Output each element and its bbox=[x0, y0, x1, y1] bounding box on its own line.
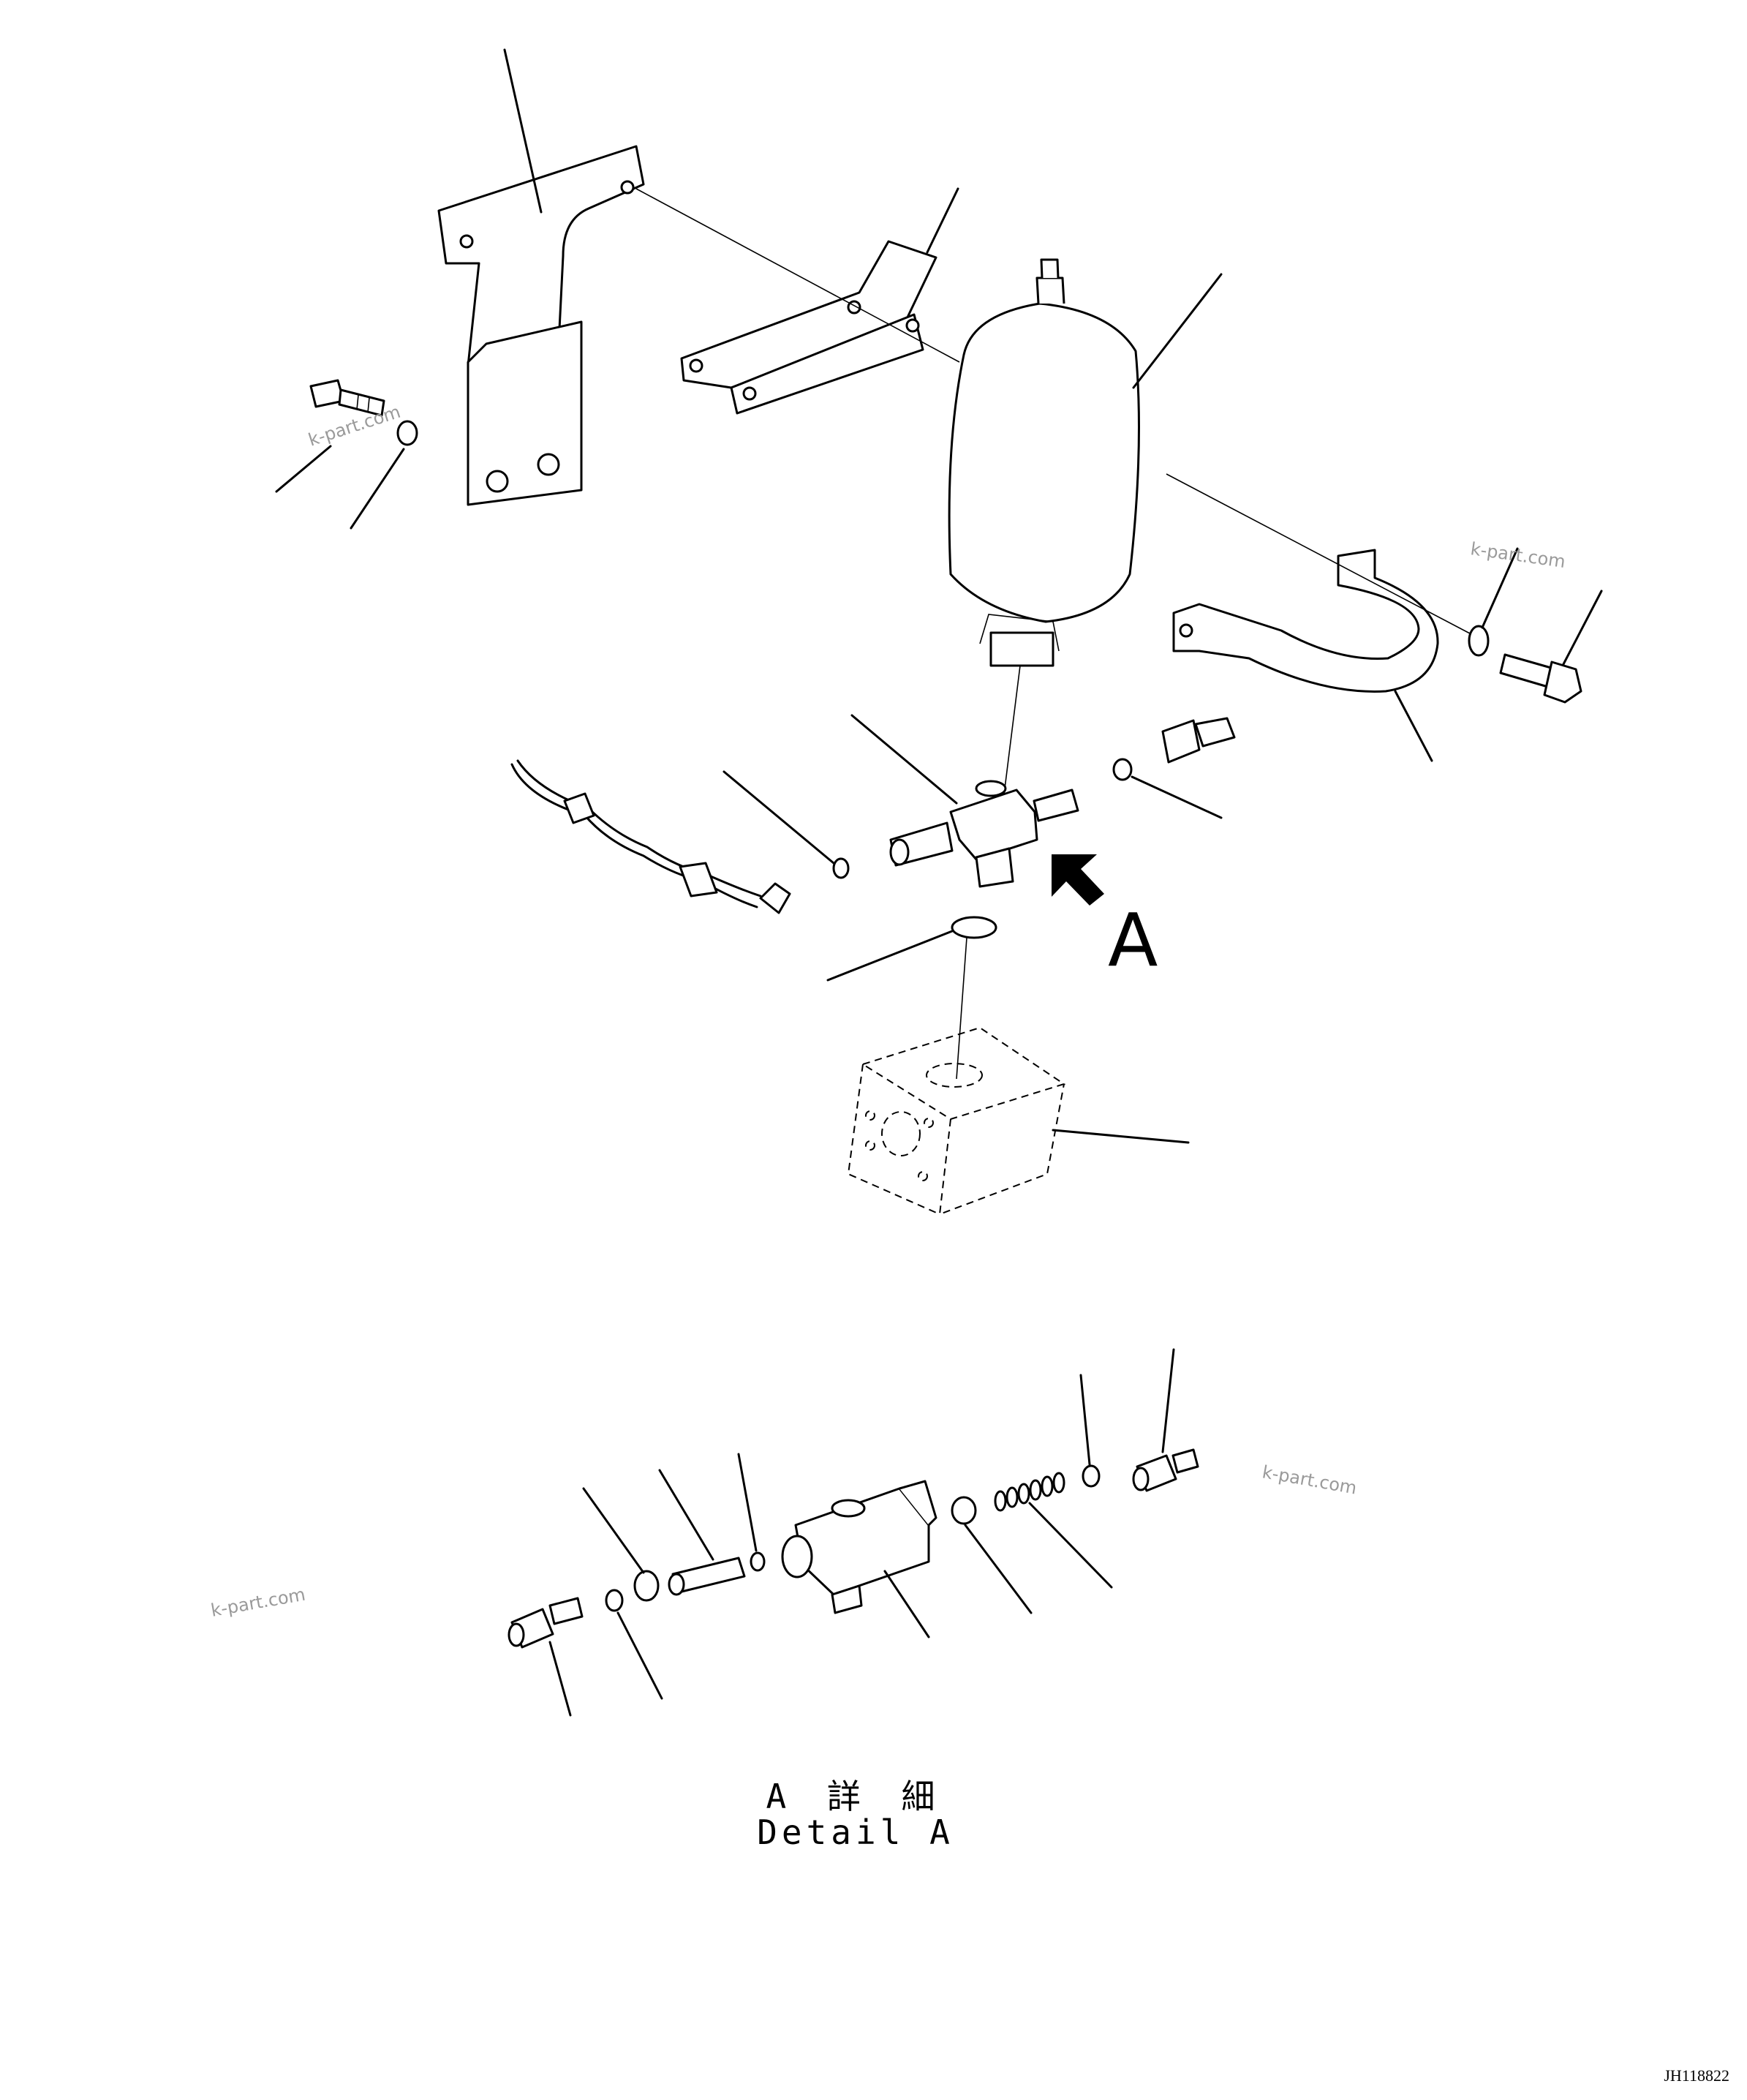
side-fitting bbox=[1161, 717, 1236, 764]
detail-o-ring-left bbox=[633, 1570, 660, 1602]
block-o-ring bbox=[951, 916, 997, 939]
tee-valve bbox=[889, 780, 1079, 888]
leader-detail-ball bbox=[616, 1611, 663, 1700]
leader-accumulator bbox=[1132, 273, 1223, 389]
leader-detail-o-ring-right bbox=[1079, 1374, 1091, 1466]
clamp-bolt bbox=[1499, 653, 1582, 704]
leader-side-o-ring bbox=[1131, 775, 1223, 819]
detail-spring bbox=[994, 1472, 1065, 1512]
leader-detail-o-ring-left bbox=[582, 1487, 645, 1574]
leader-clamp-bolt bbox=[1562, 590, 1603, 666]
detail-ball bbox=[605, 1589, 624, 1612]
detail-small-o-ring bbox=[750, 1551, 766, 1572]
leader-detail-backup-ring bbox=[964, 1524, 1033, 1614]
detail-o-ring-right bbox=[1082, 1464, 1101, 1488]
watermark: k-part.com bbox=[1261, 1461, 1359, 1498]
bracket-bolt bbox=[309, 379, 385, 417]
band-clamp bbox=[1172, 549, 1439, 693]
leader-detail-spring bbox=[1028, 1502, 1113, 1589]
leader-hose-o-ring bbox=[722, 770, 835, 865]
leader-spacer bbox=[926, 187, 959, 254]
hose-assembly bbox=[510, 759, 791, 914]
side-o-ring bbox=[1112, 758, 1133, 781]
detail-backup-ring bbox=[951, 1496, 977, 1525]
detail-poppet bbox=[668, 1557, 746, 1596]
detail-title-en: Detail A bbox=[757, 1813, 954, 1852]
alignment-line-block bbox=[956, 937, 967, 1080]
detail-plug-left bbox=[508, 1597, 584, 1649]
leader-detail-small-o-ring bbox=[737, 1453, 758, 1552]
hose-o-ring bbox=[832, 857, 850, 879]
valve-block bbox=[847, 1026, 1066, 1216]
bracket-washer bbox=[396, 420, 418, 446]
leader-clamp-washer bbox=[1481, 547, 1519, 629]
leader-detail-valve-body bbox=[883, 1570, 930, 1638]
mounting-bracket bbox=[437, 145, 645, 506]
leader-detail-poppet bbox=[658, 1469, 714, 1561]
leader-bracket-bolt bbox=[275, 445, 332, 493]
view-callout-label: A bbox=[1108, 897, 1158, 983]
leader-band-clamp bbox=[1394, 690, 1433, 762]
alignment-line-bracket bbox=[635, 188, 960, 363]
drawing-number: JH118822 bbox=[1664, 2066, 1729, 2085]
leader-valve-block bbox=[1052, 1129, 1190, 1144]
leader-tee-valve bbox=[850, 714, 958, 805]
leader-detail-plug-left bbox=[548, 1641, 572, 1717]
detail-title-jp: A 詳 細 bbox=[766, 1777, 946, 1816]
view-arrow bbox=[1052, 854, 1104, 906]
spacer-plates bbox=[680, 240, 937, 415]
detail-valve-body bbox=[781, 1480, 937, 1614]
leader-block-o-ring bbox=[826, 930, 954, 982]
alignment-line-clamp bbox=[1166, 473, 1471, 634]
clamp-washer bbox=[1468, 625, 1490, 657]
accumulator bbox=[948, 258, 1140, 667]
detail-plug-right bbox=[1132, 1448, 1199, 1492]
leader-bracket-washer bbox=[350, 448, 405, 530]
watermark: k-part.com bbox=[1469, 538, 1566, 572]
watermark: k-part.com bbox=[209, 1584, 307, 1621]
leader-detail-plug-right bbox=[1161, 1348, 1175, 1453]
leader-bracket bbox=[503, 48, 543, 214]
